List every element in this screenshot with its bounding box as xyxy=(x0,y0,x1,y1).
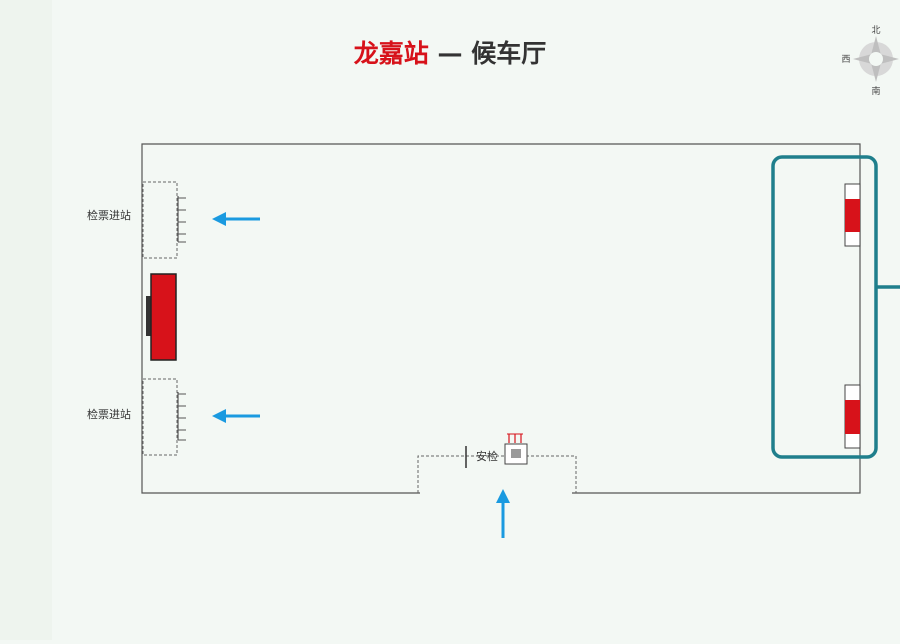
left-margin-strip xyxy=(0,0,52,640)
ticket-gate-lower xyxy=(142,378,186,456)
arrow-up-icon xyxy=(496,489,510,538)
ticket-gate-label-lower: 检票进站 xyxy=(87,407,131,421)
ticket-gate-label-upper: 检票进站 xyxy=(87,208,131,222)
arrow-left-icon xyxy=(212,409,260,423)
compass-north: 北 xyxy=(871,25,880,36)
compass-south: 南 xyxy=(871,85,880,97)
compass-west: 西 xyxy=(841,54,850,65)
compass-rose-icon: 北 西 南 xyxy=(841,25,899,97)
station-name: 龙嘉站 xyxy=(353,39,429,68)
hall-wall xyxy=(141,143,861,494)
arrow-left-icon xyxy=(212,212,260,226)
security-check-area xyxy=(417,446,577,493)
ticket-gate-upper xyxy=(142,181,186,259)
platform-gate-upper xyxy=(844,183,861,247)
x-ray-scanner-icon xyxy=(504,433,528,465)
service-counter-left xyxy=(146,273,177,361)
platform-gate-lower xyxy=(844,384,861,449)
page-title: 龙嘉站 — 候车厅 xyxy=(0,34,900,70)
security-check-label: 安检 xyxy=(476,449,498,463)
hall-name: — 候车厅 xyxy=(428,39,547,68)
highlight-frame xyxy=(771,155,878,459)
